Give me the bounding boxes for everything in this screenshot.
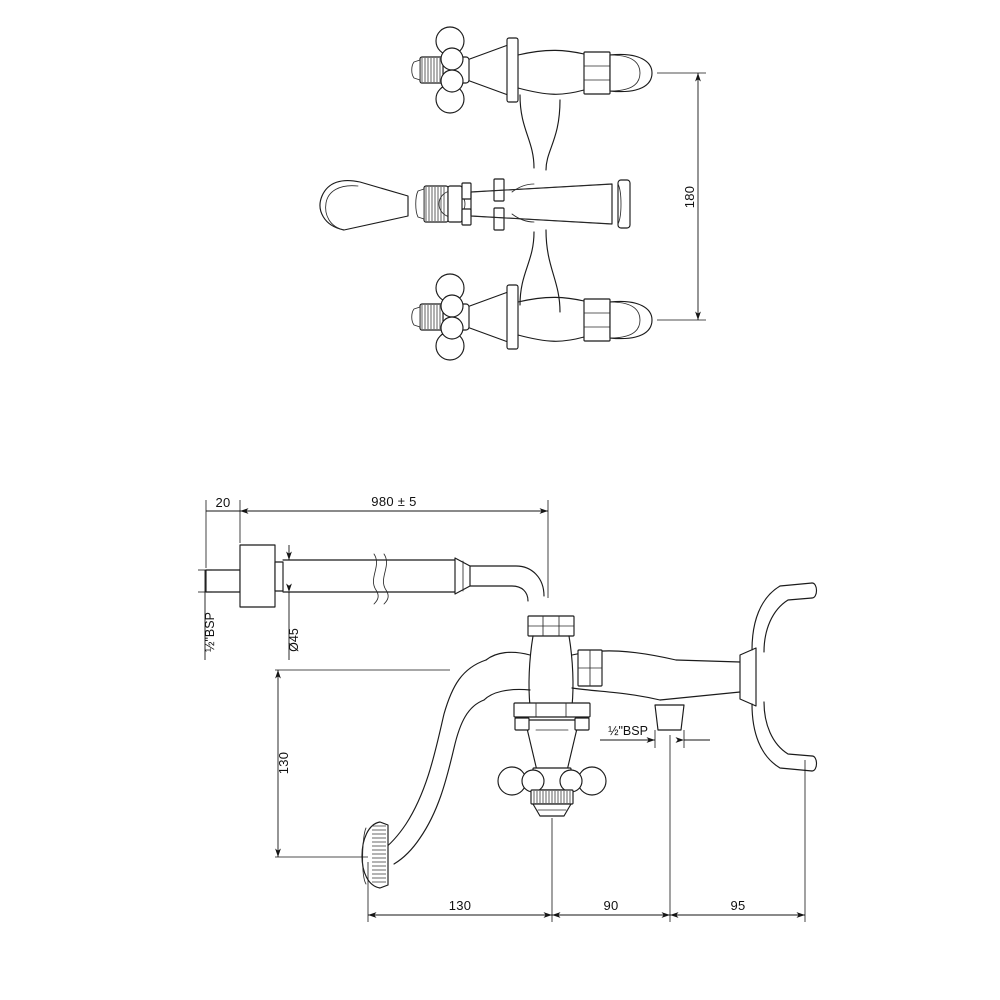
spout-end-rose <box>361 821 389 889</box>
dim-label-bsp-inlet: ½"BSP <box>203 612 217 652</box>
dim-label-130-vertical: 130 <box>276 752 291 775</box>
lower-cross-handle[interactable] <box>435 273 465 361</box>
center-knurled-ring <box>415 185 466 223</box>
shower-hose-assembly <box>205 544 545 608</box>
dimension-980: 20 980 ± 5 <box>205 494 549 598</box>
upper-union-elbow <box>517 49 653 95</box>
dimension-bsp-inlet: ½"BSP <box>198 569 217 660</box>
dimension-bsp-outlet: ½"BSP <box>600 724 710 748</box>
dim-label-180: 180 <box>682 186 697 209</box>
dim-label-20: 20 <box>215 495 230 510</box>
lever-handle-upper[interactable] <box>751 582 818 653</box>
diverter-knob[interactable] <box>497 766 607 817</box>
front-elevation-view: 180 <box>319 26 706 361</box>
lower-valve-assembly <box>411 273 653 361</box>
dim-label-95: 95 <box>730 898 745 913</box>
mixer-body-risers <box>511 94 561 313</box>
upper-cross-handle[interactable] <box>435 26 465 114</box>
side-elevation-view: 20 980 ± 5 ½"BSP Ø45 130 <box>198 494 818 922</box>
hose-break-symbol <box>373 553 389 605</box>
dimension-180: 180 <box>657 72 706 321</box>
dim-label-980: 980 ± 5 <box>371 494 416 509</box>
spout-side-profile <box>361 659 487 889</box>
center-spout-assembly <box>319 178 631 231</box>
lower-knurled-cap <box>411 303 444 331</box>
outlet-and-lever <box>654 582 818 772</box>
upper-valve-assembly <box>411 26 653 114</box>
dimension-130-vertical: 130 <box>275 669 450 858</box>
mixer-body-side <box>483 615 677 817</box>
dimension-hose-diameter: Ø45 <box>286 545 301 660</box>
dimension-chain-bottom: 130 90 95 <box>367 735 806 922</box>
lever-handle-lower[interactable] <box>751 701 818 772</box>
dim-label-130-horizontal: 130 <box>449 898 472 913</box>
upper-knurled-cap <box>411 56 444 84</box>
dim-label-d45: Ø45 <box>287 628 301 652</box>
lower-union-elbow <box>517 296 653 342</box>
dim-label-90: 90 <box>603 898 618 913</box>
dim-label-bsp-outlet: ½"BSP <box>608 724 648 738</box>
